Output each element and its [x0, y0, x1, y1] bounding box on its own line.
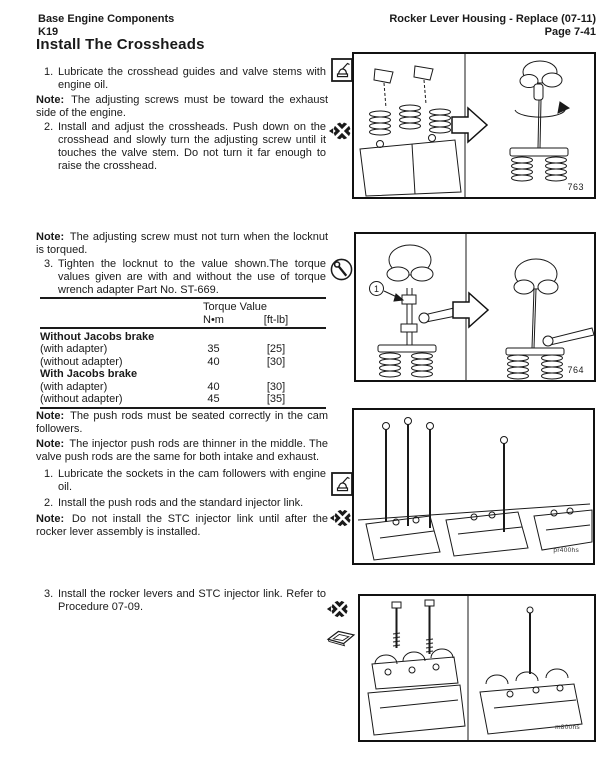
callout-marker: 1	[369, 281, 384, 296]
step-text: Install the push rods and the standard i…	[58, 497, 304, 509]
note-injector-pushrods: Note: The injector push rods are thinner…	[36, 438, 328, 464]
panel-arrow-icon	[452, 291, 490, 329]
column-header-imperial: [ft-lb]	[263, 314, 289, 326]
figure-push-rods: pr400hs	[352, 408, 595, 565]
step-number: 2.	[44, 497, 54, 509]
step-number: 1.	[44, 468, 54, 480]
note-stc-injector-link: Note: Do not install the STC injector li…	[36, 513, 328, 539]
torque-value-table: Torque Value N•m [ft-lb] Without Jacobs …	[40, 297, 326, 410]
column-header-metric: N•m	[203, 314, 224, 326]
table-row: With Jacobs brake	[40, 368, 138, 381]
header-engine-model: K19	[38, 26, 59, 38]
gasket-icon	[326, 628, 356, 647]
note-label: Note:	[36, 94, 65, 106]
table-title: Torque Value	[202, 301, 267, 313]
figure-763: 763	[352, 52, 596, 199]
step-install-rocker-levers: 3. Install the rocker levers and STC inj…	[44, 588, 326, 614]
note-label: Note:	[36, 410, 65, 422]
table-bottom-rule	[40, 407, 326, 410]
header-left: Base Engine Components K19	[38, 13, 174, 39]
step-number: 3.	[44, 258, 54, 270]
note-locknut: Note: The adjusting screw must not turn …	[36, 231, 328, 257]
note-text: The adjusting screws must be toward the …	[36, 94, 328, 119]
adjust-socket-icon	[326, 594, 353, 624]
table-row: Without Jacobs brake	[40, 331, 155, 343]
figure-code: pr400hs	[553, 547, 579, 554]
figure-code: m800hs	[555, 724, 580, 731]
header-page-number: Page 7-41	[544, 26, 596, 38]
step-number: 2.	[44, 121, 54, 133]
lubricate-oil-can-icon	[331, 472, 353, 496]
step-lubricate-sockets: 1. Lubricate the sockets in the cam foll…	[44, 468, 326, 494]
figure-rocker-levers: m800hs	[358, 594, 596, 742]
note-text: The injector push rods are thinner in th…	[36, 438, 329, 463]
step-install-pushrods: 2. Install the push rods and the standar…	[44, 497, 326, 510]
panel-arrow-icon	[451, 106, 489, 144]
step-text: Tighten the locknut to the value shown.T…	[58, 258, 326, 296]
figure-number: 764	[567, 365, 584, 375]
table-row: (without adapter) 45 [35]	[40, 393, 286, 406]
note-label: Note:	[36, 231, 65, 243]
table-row: (with adapter) 35 [25]	[40, 343, 286, 356]
step-number: 3.	[44, 588, 54, 600]
table-column-headers: N•m [ft-lb]	[40, 314, 326, 327]
figure-number: 763	[567, 182, 584, 192]
table-mid-rule	[40, 327, 326, 329]
note-label: Note:	[36, 513, 65, 525]
note-adjusting-screws: Note: The adjusting screws must be towar…	[36, 94, 328, 120]
note-text: The push rods must be seated correctly i…	[36, 410, 328, 435]
table-top-rule	[40, 297, 326, 299]
step-text: Lubricate the sockets in the cam followe…	[58, 468, 326, 493]
table-row: (with adapter) 40 [30]	[40, 380, 286, 393]
figure-764: 1 764	[354, 232, 596, 382]
header-procedure: Rocker Lever Housing - Replace (07-11)	[389, 13, 596, 25]
page-title: Install The Crossheads	[36, 36, 205, 53]
lubricate-oil-can-icon	[331, 58, 353, 82]
step-text: Install and adjust the crossheads. Push …	[58, 121, 326, 172]
figure-763-illustration	[359, 54, 571, 197]
note-pushrods-seated: Note: The push rods must be seated corre…	[36, 410, 328, 436]
step-install-adjust-crossheads: 2. Install and adjust the crossheads. Pu…	[44, 121, 326, 173]
step-lubricate-crossheads: 1. Lubricate the crosshead guides and va…	[44, 66, 326, 92]
push-rods-illustration	[357, 417, 593, 561]
note-label: Note:	[36, 438, 65, 450]
step-text: Install the rocker levers and STC inject…	[58, 588, 326, 613]
rocker-levers-illustration	[367, 596, 583, 740]
step-number: 1.	[44, 66, 54, 78]
header-right: Rocker Lever Housing - Replace (07-11) P…	[389, 13, 596, 39]
header-section: Base Engine Components	[38, 13, 175, 25]
torque-wrench-icon	[330, 257, 353, 282]
step-text: Lubricate the crosshead guides and valve…	[58, 66, 326, 91]
figure-764-illustration	[377, 234, 594, 380]
table-row: (without adapter) 40 [30]	[40, 355, 286, 368]
note-text: The adjusting screw must not turn when t…	[36, 231, 329, 256]
step-tighten-locknut: 3. Tighten the locknut to the value show…	[44, 258, 326, 297]
note-text: Do not install the STC injector link unt…	[36, 513, 328, 538]
